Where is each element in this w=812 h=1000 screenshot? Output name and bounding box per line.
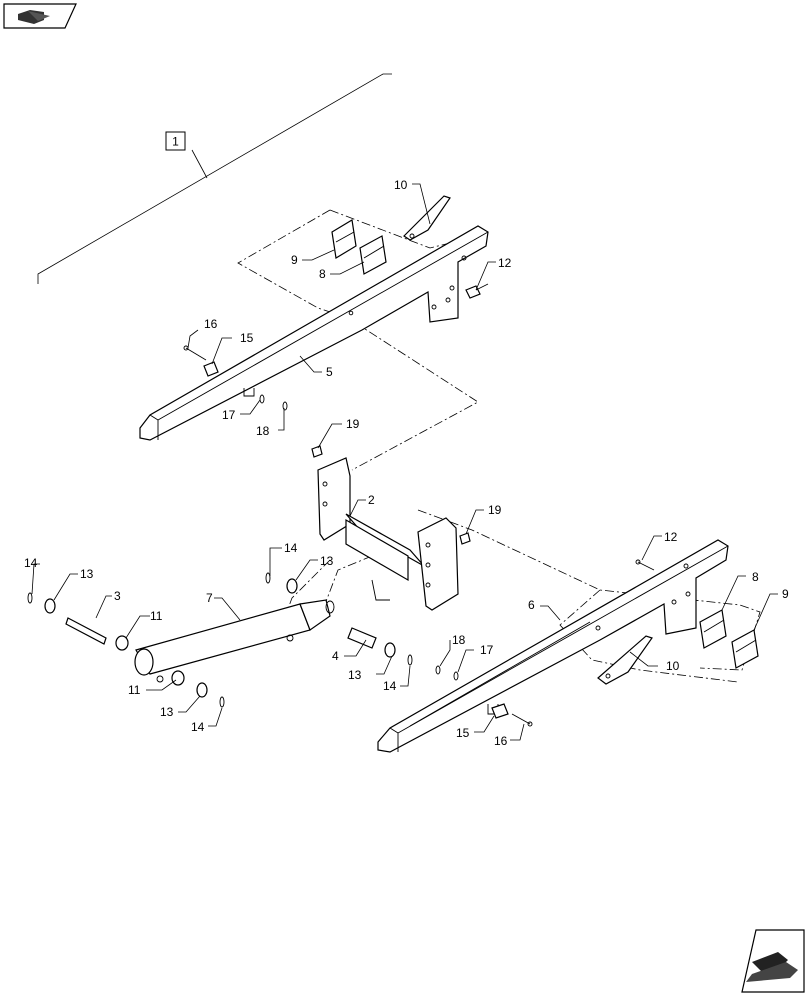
part-13-washer-b[interactable]	[286, 578, 298, 594]
part-3-pin[interactable]	[65, 617, 107, 645]
callout-13-a: 13	[80, 567, 94, 581]
part-13-washer-c[interactable]	[384, 642, 396, 658]
callout-18-lower: 18	[452, 633, 466, 647]
part-16-bolt-lower[interactable]	[511, 713, 533, 727]
part-2-bracket[interactable]	[317, 457, 459, 611]
callout-8-upper: 8	[319, 267, 326, 281]
callout-5: 5	[326, 365, 333, 379]
next-page-icon[interactable]	[741, 929, 805, 993]
part-16-bolt-upper[interactable]	[183, 345, 207, 361]
part-14-clip-a[interactable]	[27, 592, 33, 604]
callout-13-d: 13	[160, 705, 174, 719]
previous-page-icon[interactable]	[3, 3, 77, 29]
callout-19-upper: 19	[346, 417, 360, 431]
part-12-bolt-upper[interactable]	[465, 283, 489, 299]
callout-13-b: 13	[320, 554, 334, 568]
part-19-nut-upper[interactable]	[311, 445, 323, 458]
part-18-pin-lower[interactable]	[435, 665, 441, 675]
callout-17-upper: 17	[222, 408, 236, 422]
callout-labels: 10 9 8 12 16 15 5 17 18 19 2 19 12 8 9 1…	[24, 178, 789, 748]
callout-13-c: 13	[348, 668, 362, 682]
part-12-bolt-lower[interactable]	[635, 559, 655, 571]
part-5-beam[interactable]	[139, 225, 489, 441]
part-15-block-lower[interactable]	[491, 703, 509, 719]
assembly-leader: 1	[37, 73, 392, 284]
part-19-nut-lower[interactable]	[459, 532, 471, 545]
callout-9-upper: 9	[291, 253, 298, 267]
callout-3: 3	[114, 589, 121, 603]
part-17-washer-lower[interactable]	[453, 671, 459, 681]
callout-4: 4	[332, 649, 339, 663]
part-14-clip-d[interactable]	[219, 696, 225, 708]
callout-16-upper: 16	[204, 317, 218, 331]
callout-15-upper: 15	[240, 331, 254, 345]
callout-14-a: 14	[24, 556, 38, 570]
callout-2: 2	[368, 493, 375, 507]
part-15-block-upper[interactable]	[203, 361, 219, 377]
callout-17-lower: 17	[480, 643, 494, 657]
callout-8-lower: 8	[752, 570, 759, 584]
callout-10-lower: 10	[666, 659, 680, 673]
part-13-washer-a[interactable]	[44, 598, 56, 614]
callout-18-upper: 18	[256, 424, 270, 438]
callout-16-lower: 16	[494, 734, 508, 748]
callout-19-lower: 19	[488, 503, 502, 517]
callout-12-lower: 12	[664, 530, 678, 544]
part-14-clip-b[interactable]	[265, 572, 271, 584]
part-9-plate-lower[interactable]	[731, 629, 759, 669]
part-10-wedge-upper[interactable]	[403, 195, 451, 241]
part-7-cylinder[interactable]	[134, 599, 335, 683]
part-11-bushing-a[interactable]	[115, 635, 129, 651]
part-8-plate-lower[interactable]	[699, 609, 727, 649]
callout-6: 6	[528, 598, 535, 612]
callout-10-upper: 10	[394, 178, 408, 192]
assembly-ref-label: 1	[172, 135, 179, 149]
part-9-plate-upper[interactable]	[331, 219, 357, 259]
callout-leaders	[31, 183, 778, 741]
part-13-washer-d[interactable]	[196, 682, 208, 698]
part-17-washer-upper[interactable]	[259, 394, 265, 404]
part-18-pin-upper[interactable]	[282, 401, 288, 411]
callout-14-b: 14	[284, 541, 298, 555]
part-11-bushing-b[interactable]	[171, 670, 185, 686]
part-8-plate-upper[interactable]	[359, 235, 387, 275]
callout-7: 7	[206, 591, 213, 605]
callout-11-b: 11	[128, 683, 141, 697]
callout-9-lower: 9	[782, 587, 789, 601]
callout-11-a: 11	[150, 609, 163, 623]
callout-15-lower: 15	[456, 726, 470, 740]
callout-12-upper: 12	[498, 256, 512, 270]
callout-14-d: 14	[191, 720, 205, 734]
part-10-wedge-lower[interactable]	[597, 635, 653, 685]
callout-14-c: 14	[383, 679, 397, 693]
part-14-clip-c[interactable]	[407, 654, 413, 666]
part-4-pin[interactable]	[347, 627, 377, 649]
